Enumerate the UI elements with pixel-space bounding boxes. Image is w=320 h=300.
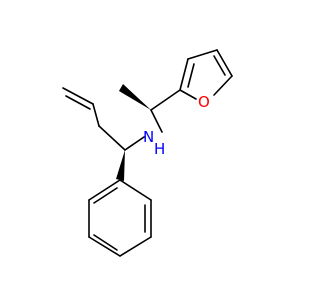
phenyl-bond-6 bbox=[88, 179, 121, 201]
oxygen-atom-label: O bbox=[198, 93, 210, 111]
furan-bond-c4-c3 bbox=[187, 49, 218, 60]
vinyl-double-bond-inner bbox=[65, 95, 91, 110]
furan-attach-bond bbox=[150, 89, 181, 111]
phenyl-bond-1 bbox=[119, 179, 152, 201]
amine-hydrogen-label: H bbox=[154, 140, 165, 158]
structure-canvas: O N H bbox=[62, 49, 233, 257]
allyl-ch2-bond bbox=[98, 125, 126, 151]
furan-double-inner-a bbox=[187, 63, 195, 88]
stereo-wedge-phenyl bbox=[116, 150, 125, 181]
cn-bond-right bbox=[150, 109, 163, 133]
vinyl-double-bond-outer bbox=[62, 87, 94, 105]
furan-bond-c2-o bbox=[179, 89, 197, 100]
furan-double-inner-b bbox=[213, 55, 226, 76]
nitrogen-atom-label: N bbox=[143, 128, 154, 146]
phenyl-bond-3 bbox=[119, 236, 152, 257]
stereo-wedge-methyl bbox=[119, 84, 151, 110]
furan-bond-o-c5 bbox=[213, 75, 233, 96]
phenyl-inner-bond-b bbox=[93, 234, 118, 251]
phenyl-inner-bond-c bbox=[93, 187, 118, 204]
furan-bond-c3-c2 bbox=[179, 58, 189, 91]
cn-bond-left bbox=[124, 136, 145, 151]
allyl-bond bbox=[92, 103, 100, 127]
phenyl-bond-4 bbox=[88, 236, 121, 257]
molecule-structure: O N H bbox=[62, 49, 233, 257]
furan-bond-c5-c4 bbox=[216, 49, 233, 77]
